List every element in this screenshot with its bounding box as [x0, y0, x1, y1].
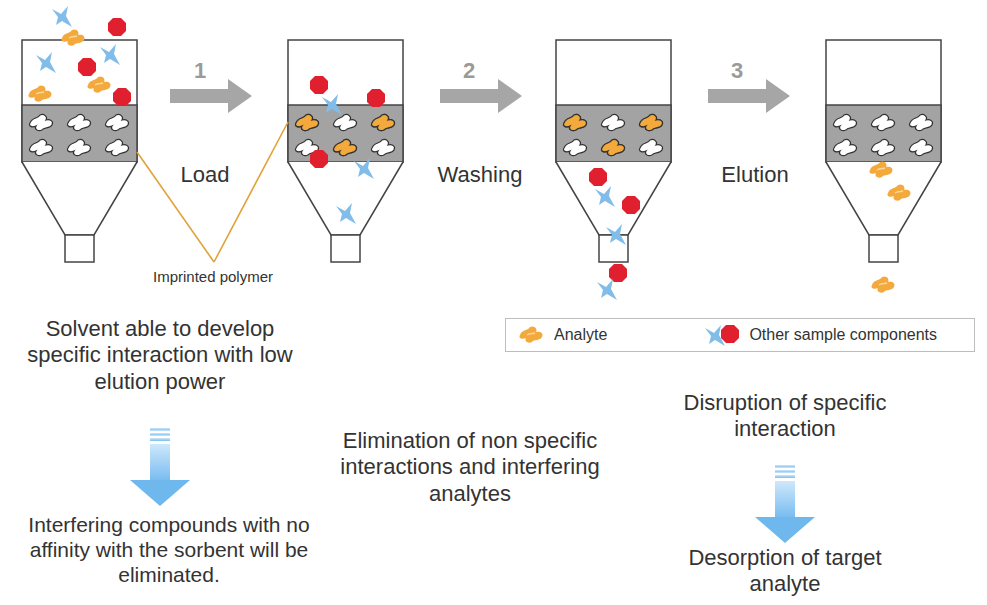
note-text: Interfering compounds with no affinity w… [4, 512, 334, 588]
note-text: Disruption of specific interaction [640, 390, 930, 443]
legend-text: Other sample components [749, 326, 937, 344]
note-text: Solvent able to develop specific interac… [8, 316, 312, 395]
step-number: 3 [709, 58, 765, 84]
step-label: Load [160, 162, 250, 188]
step-label: Elution [695, 162, 815, 188]
note-text: Desorption of target analyte [665, 545, 905, 598]
note-text: Elimination of non specific interactions… [335, 428, 605, 507]
legend-item: Other sample components [705, 324, 937, 346]
note-text: Imprinted polymer [113, 268, 313, 286]
legend-item: Analyte [518, 324, 607, 346]
legend-text: Analyte [554, 326, 607, 344]
step-number: 2 [441, 58, 497, 84]
step-label: Washing [410, 162, 550, 188]
legend-box: Analyte Other sample components [505, 318, 975, 352]
step-number: 1 [172, 58, 228, 84]
legend-sample [518, 324, 546, 346]
legend-sample [705, 324, 741, 346]
